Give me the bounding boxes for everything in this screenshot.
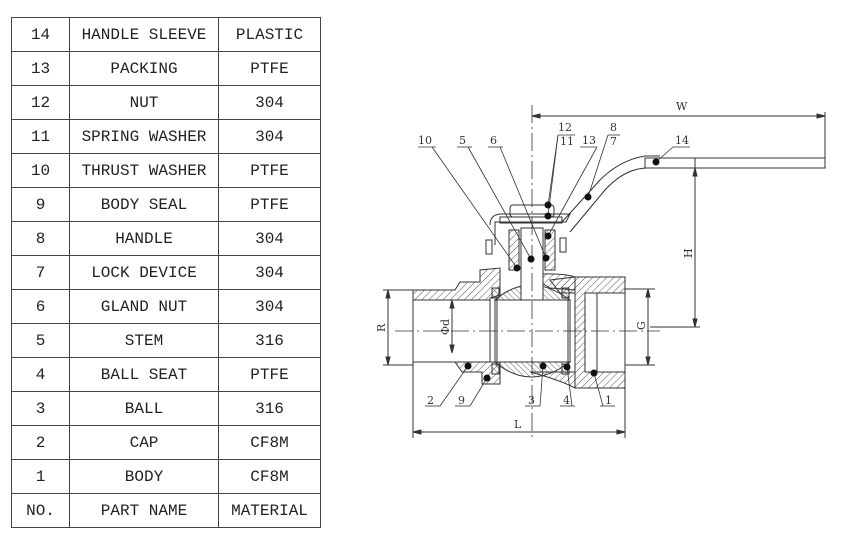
dimension-d xyxy=(449,299,455,354)
part-number: 11 xyxy=(11,119,70,154)
part-material: PTFE xyxy=(218,357,321,392)
part-name: NUT xyxy=(69,85,219,120)
callout-3: 3 xyxy=(528,394,535,407)
part-material: 316 xyxy=(218,391,321,426)
callout-6: 6 xyxy=(490,134,497,147)
callout-12: 12 xyxy=(558,121,572,134)
part-material: 304 xyxy=(218,119,321,154)
dim-label-h: H xyxy=(682,248,695,258)
callout-14: 14 xyxy=(675,134,689,147)
part-name: THRUST WASHER xyxy=(69,153,219,188)
handle xyxy=(561,155,826,233)
callout-13: 13 xyxy=(582,134,596,147)
part-name: BALL SEAT xyxy=(69,357,219,392)
part-number: 5 xyxy=(11,323,70,358)
part-number: 12 xyxy=(11,85,70,120)
part-number: 14 xyxy=(11,17,70,52)
part-number: 1 xyxy=(11,459,70,494)
callout-1: 1 xyxy=(605,394,612,407)
callout-5: 5 xyxy=(459,134,466,147)
part-material: CF8M xyxy=(218,425,321,460)
part-name: PART NAME xyxy=(69,493,219,528)
part-material: PTFE xyxy=(218,51,321,86)
part-material: 304 xyxy=(218,221,321,256)
callout-4: 4 xyxy=(563,394,570,407)
dim-label-g: G xyxy=(635,321,648,330)
part-material: PTFE xyxy=(218,153,321,188)
dimension-w xyxy=(531,112,826,158)
seat-top-left xyxy=(491,287,500,299)
part-name: SPRING WASHER xyxy=(69,119,219,154)
part-number: 7 xyxy=(11,255,70,290)
body-part xyxy=(523,273,626,389)
part-name: BODY SEAL xyxy=(69,187,219,222)
part-number: 8 xyxy=(11,221,70,256)
callout-2: 2 xyxy=(427,394,434,407)
part-name: HANDLE SLEEVE xyxy=(69,17,219,52)
dim-label-l: L xyxy=(514,418,522,431)
callout-10: 10 xyxy=(418,134,432,147)
stem-assembly xyxy=(485,204,571,301)
dimension-l xyxy=(412,372,626,438)
callout-9: 9 xyxy=(458,394,465,407)
part-name: BODY xyxy=(69,459,219,494)
seat-top-right xyxy=(561,287,570,299)
dim-label-d: Φd xyxy=(439,319,452,335)
part-material: 304 xyxy=(218,85,321,120)
callout-7: 7 xyxy=(610,135,617,148)
seat-bottom-left xyxy=(491,363,500,375)
callout-11: 11 xyxy=(560,135,574,148)
cap-part xyxy=(412,267,501,385)
dimension-g xyxy=(625,288,655,366)
dim-label-w: W xyxy=(676,100,688,113)
part-number: 2 xyxy=(11,425,70,460)
part-number: 13 xyxy=(11,51,70,86)
callout-dots xyxy=(464,158,660,382)
part-name: CAP xyxy=(69,425,219,460)
part-name: GLAND NUT xyxy=(69,289,219,324)
part-number: NO. xyxy=(11,493,70,528)
part-name: LOCK DEVICE xyxy=(69,255,219,290)
dim-label-r: R xyxy=(375,323,388,332)
part-material: MATERIAL xyxy=(218,493,321,528)
leader-lines xyxy=(418,134,690,407)
part-material: CF8M xyxy=(218,459,321,494)
dimension-h xyxy=(650,167,700,328)
part-material: PTFE xyxy=(218,187,321,222)
callout-8: 8 xyxy=(610,121,617,134)
dimension-r xyxy=(383,289,413,366)
